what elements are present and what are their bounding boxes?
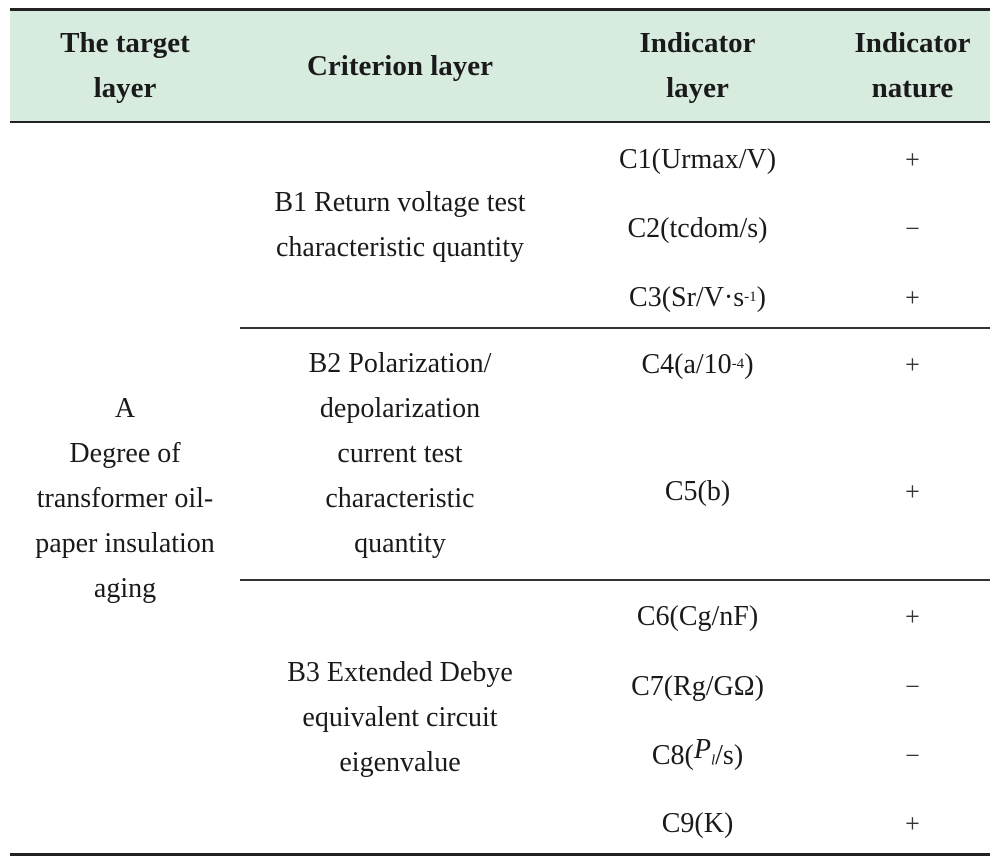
header-target-layer: The target layer bbox=[10, 11, 240, 121]
indicator-c8-symbol: Pl bbox=[694, 727, 715, 784]
table-header: The target layer Criterion layer Indicat… bbox=[10, 11, 990, 121]
nature-c4: + bbox=[905, 349, 920, 379]
indicator-c5: C5(b) bbox=[560, 466, 835, 516]
indicator-c3: C3(Sr/V·s-1) bbox=[560, 272, 835, 322]
indicator-c4-sup: -4 bbox=[731, 355, 745, 372]
indicator-table: The target layer Criterion layer Indicat… bbox=[10, 8, 990, 858]
nature-c5: + bbox=[905, 476, 920, 506]
target-layer-cell: A Degree of transformer oil-paper insula… bbox=[10, 348, 240, 648]
indicator-c7: C7(Rg/GΩ) bbox=[560, 661, 835, 711]
indicator-c4: C4(a/10-4) bbox=[560, 339, 835, 389]
nature-c8: − bbox=[905, 740, 920, 770]
indicator-c3-post: ) bbox=[756, 281, 766, 313]
header-indicator-layer: Indicator layer bbox=[560, 11, 835, 121]
header-criterion-layer: Criterion layer bbox=[240, 11, 560, 121]
indicator-c6-text: C6(Cg/nF) bbox=[636, 600, 759, 632]
indicator-c1: C1(Urmax/V) bbox=[560, 134, 835, 184]
indicator-c3-pre: C3(Sr/V·s bbox=[629, 281, 745, 313]
group-divider-1 bbox=[240, 327, 990, 329]
header-rule bbox=[10, 121, 990, 123]
bottom-rule bbox=[10, 853, 990, 856]
top-rule bbox=[10, 8, 990, 11]
target-code: A bbox=[114, 392, 136, 424]
nature-c1: + bbox=[905, 144, 920, 174]
header-nature-text: Indicator nature bbox=[854, 27, 971, 104]
nature-c2: − bbox=[905, 213, 920, 243]
indicator-c9-text: C9(K) bbox=[661, 807, 734, 839]
target-text: Degree of transformer oil-paper insulati… bbox=[35, 437, 215, 604]
nature-c3: + bbox=[905, 282, 920, 312]
indicator-c3-sup: -1 bbox=[744, 288, 757, 305]
header-indicator-nature: Indicator nature bbox=[835, 11, 990, 121]
indicator-c6: C6(Cg/nF) bbox=[560, 591, 835, 641]
indicator-c9: C9(K) bbox=[560, 798, 835, 848]
criterion-b3-text: B3 Extended Debye equivalent circuit eig… bbox=[287, 656, 513, 778]
indicator-c8: C8(Pl/s) bbox=[560, 730, 835, 780]
group-divider-2 bbox=[240, 579, 990, 581]
indicator-c8-post: /s) bbox=[715, 739, 744, 771]
criterion-b2-text: B2 Polarization/ depolarization current … bbox=[308, 347, 492, 559]
criterion-b1: B1 Return voltage test characteristic qu… bbox=[240, 125, 560, 325]
header-criterion-text: Criterion layer bbox=[306, 49, 493, 82]
indicator-c1-text: C1(Urmax/V) bbox=[618, 143, 777, 175]
indicator-c5-text: C5(b) bbox=[664, 475, 731, 507]
criterion-b3: B3 Extended Debye equivalent circuit eig… bbox=[240, 581, 560, 853]
nature-c7: − bbox=[905, 671, 920, 701]
nature-c6: + bbox=[905, 601, 920, 631]
header-indicator-text: Indicator layer bbox=[639, 27, 756, 104]
indicator-c8-pre: C8( bbox=[651, 739, 694, 771]
criterion-b1-text: B1 Return voltage test characteristic qu… bbox=[274, 187, 526, 263]
indicator-c8-sub: l bbox=[710, 752, 716, 769]
nature-c9: + bbox=[905, 808, 920, 838]
indicator-c2-text: C2(tcdom/s) bbox=[627, 212, 768, 244]
indicator-c8-ital: P bbox=[693, 733, 711, 765]
indicator-c4-pre: C4(a/10 bbox=[641, 348, 732, 380]
indicator-c7-text: C7(Rg/GΩ) bbox=[631, 670, 764, 702]
header-target-text: The target layer bbox=[60, 27, 190, 104]
indicator-c4-post: ) bbox=[744, 348, 754, 380]
indicator-c2: C2(tcdom/s) bbox=[560, 203, 835, 253]
criterion-b2: B2 Polarization/ depolarization current … bbox=[240, 329, 560, 577]
